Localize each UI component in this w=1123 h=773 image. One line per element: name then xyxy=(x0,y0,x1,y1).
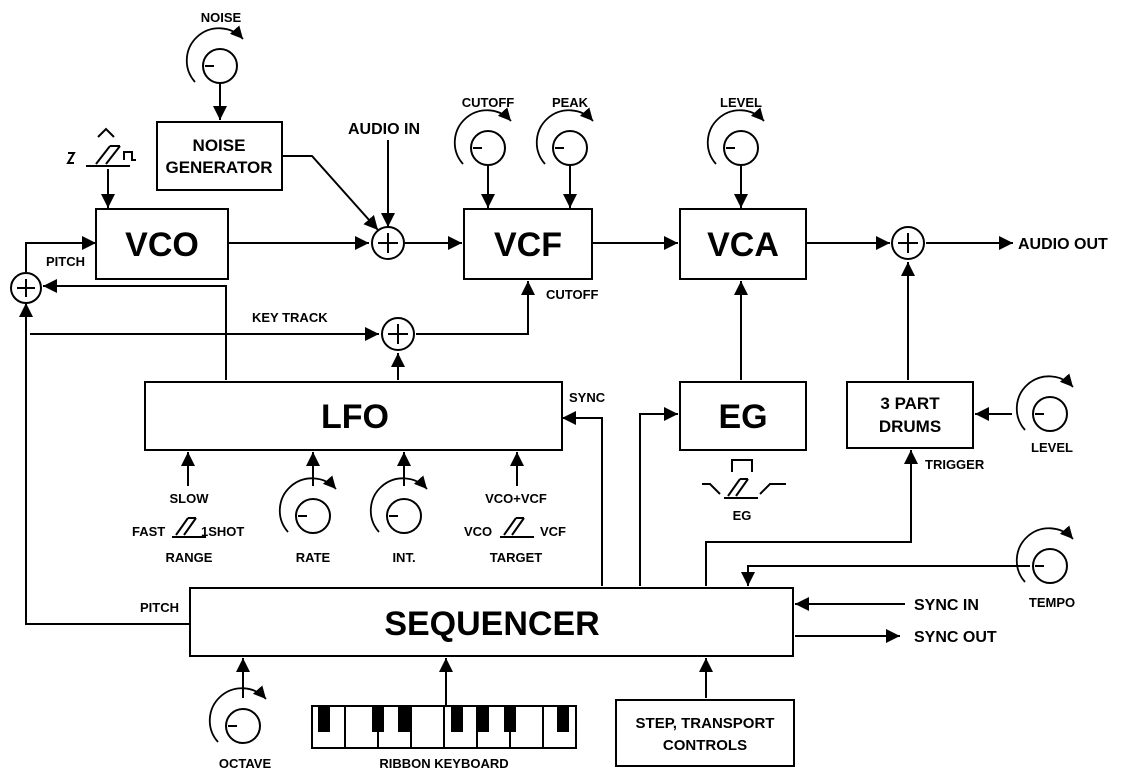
peak-knob[interactable] xyxy=(535,107,594,166)
noise-generator-line2: GENERATOR xyxy=(165,158,272,177)
target-label: TARGET xyxy=(490,550,543,565)
vco-title: VCO xyxy=(125,226,199,264)
vca-level-knob[interactable] xyxy=(706,107,765,166)
slow-label: SLOW xyxy=(170,491,210,506)
trigger-label: TRIGGER xyxy=(925,457,985,472)
oneshot-label: 1SHOT xyxy=(201,524,244,539)
noise-generator-block: NOISE GENERATOR xyxy=(156,121,283,191)
octave-knob[interactable] xyxy=(208,685,267,744)
drums-level-label: LEVEL xyxy=(1031,440,1073,455)
lfo-block: LFO xyxy=(144,381,563,451)
attack-envelope-icon xyxy=(759,483,786,495)
vco-pitch-label: PITCH xyxy=(46,254,85,269)
step-controls-line2: CONTROLS xyxy=(663,737,747,754)
eg-title: EG xyxy=(718,398,767,436)
sync-out-label: SYNC OUT xyxy=(914,629,997,646)
cutoff-sum xyxy=(381,317,415,351)
sequencer-pitch-label: PITCH xyxy=(140,600,179,615)
vco-block: VCO xyxy=(95,208,229,280)
noise-knob[interactable] xyxy=(185,25,244,84)
drums-level-knob[interactable] xyxy=(1015,373,1074,432)
eg-switch-label: EG xyxy=(733,508,752,523)
vco-vcf-label: VCO+VCF xyxy=(485,491,547,506)
vcf-block: VCF xyxy=(463,208,593,280)
vcf-title: VCF xyxy=(494,226,562,264)
pitch-sum xyxy=(10,272,42,304)
drums-block: 3 PART DRUMS xyxy=(846,381,974,449)
gate-envelope-icon xyxy=(731,459,753,472)
triangle-wave-icon xyxy=(97,127,115,138)
audio-in-label: AUDIO IN xyxy=(348,121,420,138)
fast-label: FAST xyxy=(132,524,165,539)
target-vco-label: VCO xyxy=(464,524,492,539)
sync-in-label: SYNC IN xyxy=(914,597,979,614)
noise-generator-line1: NOISE xyxy=(193,136,246,155)
vco-waveform-switch[interactable] xyxy=(66,127,136,167)
ribbon-keyboard-label: RIBBON KEYBOARD xyxy=(379,756,508,771)
vca-title: VCA xyxy=(707,226,779,264)
drums-line2: DRUMS xyxy=(879,417,941,436)
octave-label: OCTAVE xyxy=(219,756,272,771)
tempo-knob[interactable] xyxy=(1015,525,1074,584)
lfo-range-switch[interactable] xyxy=(172,517,206,538)
vcf-cutoff-input-label: CUTOFF xyxy=(546,287,599,302)
sync-label: SYNC xyxy=(569,390,606,405)
signal-wires xyxy=(19,83,1030,705)
vca-level-label: LEVEL xyxy=(720,95,762,110)
audio-mixer-sum xyxy=(371,226,405,260)
rate-knob[interactable] xyxy=(278,475,337,534)
lfo-target-switch[interactable] xyxy=(500,517,534,538)
noise-label: NOISE xyxy=(201,10,242,25)
eg-shape-switch[interactable] xyxy=(702,459,786,499)
peak-label: PEAK xyxy=(552,95,589,110)
decay-envelope-icon xyxy=(702,483,721,495)
output-mixer-sum xyxy=(891,226,925,260)
key-track-label: KEY TRACK xyxy=(252,310,328,325)
step-controls-block: STEP, TRANSPORT CONTROLS xyxy=(615,699,795,767)
ribbon-keyboard[interactable] xyxy=(311,705,577,749)
drums-line1: 3 PART xyxy=(880,394,940,413)
range-label: RANGE xyxy=(166,550,213,565)
audio-out-label: AUDIO OUT xyxy=(1018,236,1108,253)
target-vcf-label: VCF xyxy=(540,524,566,539)
int-knob[interactable] xyxy=(369,475,428,534)
sawtooth-wave-icon xyxy=(66,152,76,164)
lfo-title: LFO xyxy=(321,398,389,436)
tempo-label: TEMPO xyxy=(1029,595,1075,610)
square-wave-icon xyxy=(123,151,136,161)
sequencer-block: SEQUENCER xyxy=(189,587,794,657)
step-controls-line1: STEP, TRANSPORT xyxy=(636,715,775,732)
cutoff-knob-label: CUTOFF xyxy=(462,95,515,110)
sequencer-title: SEQUENCER xyxy=(384,605,599,643)
cutoff-knob[interactable] xyxy=(453,107,512,166)
eg-block: EG xyxy=(679,381,807,451)
vca-block: VCA xyxy=(679,208,807,280)
int-label: INT. xyxy=(392,550,415,565)
rate-label: RATE xyxy=(296,550,331,565)
